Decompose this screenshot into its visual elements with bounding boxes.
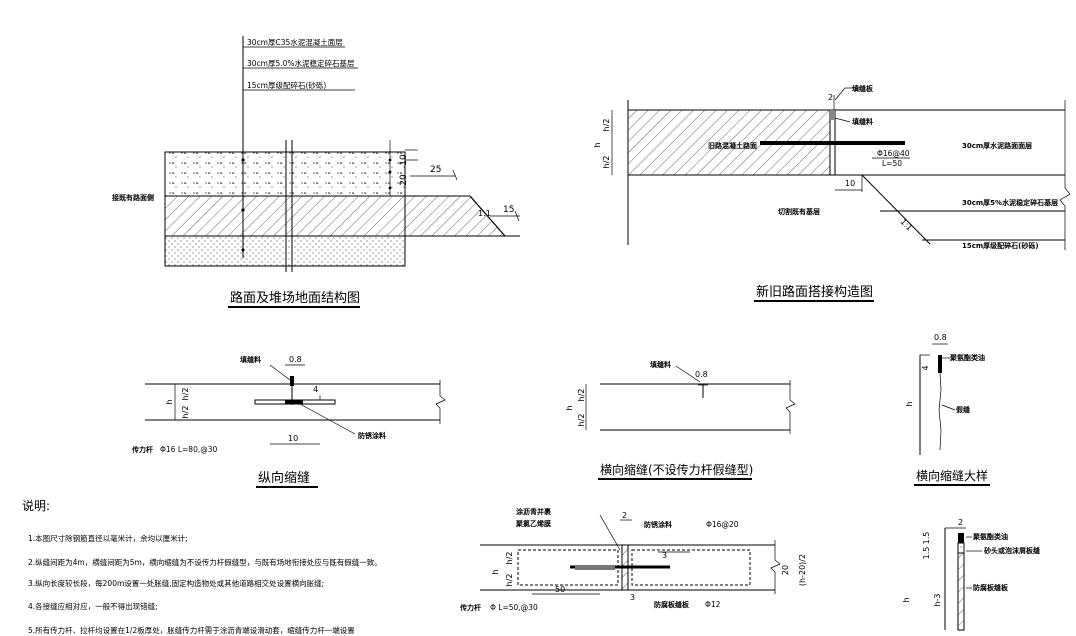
dim-h2-bot: h/2: [602, 156, 611, 169]
notes-block: 说明: 1.本图尺寸除钢筋直径以毫米计，余均以厘米计; 2.纵缝间距为4m，横缝…: [22, 498, 382, 635]
note-5: 5.所有传力杆、拉杆均设置在1/2板厚处，胀缝传力杆需于涂沥青端设滑动套，缩缝传…: [28, 625, 355, 635]
dim-h2-top: h/2: [181, 388, 190, 401]
dim-h2-bot: h/2: [577, 414, 586, 427]
transverse-joint-diagram: 0.8 填缝料 h h/2 h/2 横向缩缝(不设传力杆假缝型): [565, 360, 796, 480]
dim-0-8: 0.8: [934, 333, 947, 342]
filler-label: 填缝料: [852, 117, 873, 126]
dim-h2-top: h/2: [602, 119, 611, 132]
layer1-label: 30cm厚水泥路面面层: [962, 141, 1032, 150]
sealant-label: 聚氨酯类油: [949, 353, 985, 362]
dim-1-5-b: 1.5: [922, 547, 931, 560]
note-2: 2.纵缝间距为4m，横缝间距为5m，横向缩缝为不设传力杆假缝型，与既有场地衔接处…: [28, 557, 382, 567]
longitudinal-title: 纵向缩缝: [258, 470, 310, 486]
dim-10: 10: [288, 434, 298, 443]
expansion-detail-diagram: 2 1.5 1.5 h h-3 聚氨酯类油 砂头或泡沫屑板缝 防腐板缝板: [902, 518, 1040, 631]
dim-h2-top: h/2: [577, 389, 586, 402]
dim-20: 20: [781, 565, 790, 575]
dim-4: 4: [313, 385, 318, 394]
fake-joint-label: 假缝: [956, 405, 970, 414]
dim-h-3: h-3: [933, 593, 942, 606]
anti-rust-label: 防锈涂料: [358, 431, 386, 440]
layer3-label: 15cm厚级配碎石(砂砾): [962, 241, 1039, 250]
old-new-title: 新旧路面搭接构造图: [756, 284, 873, 300]
pe-film-label: 聚氯乙烯膜: [515, 519, 551, 528]
dim-h: h: [902, 597, 911, 602]
side-label: 接既有路面侧: [112, 193, 154, 202]
layer-label-2: 30cm厚5.0%水泥稳定碎石基层: [247, 58, 355, 68]
note-3: 3.纵向长度较长段，每200m设置一处胀缝,固定构造物处或其他道路相交处设置横向…: [28, 578, 324, 588]
dim-h: h: [165, 399, 174, 404]
dim-3-b: 3: [630, 593, 635, 602]
dim-2: 2: [828, 93, 833, 102]
slope-1-1: 1:1: [478, 209, 491, 218]
old-new-joint-diagram: 10 1:1 h/2 h h/2 2 填缝板 填缝料 旧路混凝土路面 Φ16@4…: [593, 84, 1071, 302]
rebar-label: Φ16@20: [706, 520, 739, 529]
dim-10: 10: [399, 154, 409, 166]
dowel-label: 传力杆: [131, 445, 153, 454]
dim-2: 2: [622, 511, 627, 520]
road-section-title: 路面及堆场地面结构图: [230, 290, 360, 306]
dim-3-a: 3: [662, 551, 667, 560]
slope-1-1-b: 1:1: [899, 217, 914, 232]
note-1: 1.本图尺寸除钢筋直径以毫米计，余均以厘米计;: [28, 533, 188, 543]
asphalt-label: 涂沥青并裹: [516, 507, 552, 516]
dim-2: 2: [958, 518, 963, 527]
note-4: 4.各接缝应相对应，一般不得出现错缝;: [28, 601, 158, 611]
layer-label-1: 30cm厚C35水泥混凝土面层: [247, 37, 343, 47]
dim-4: 4: [921, 365, 930, 370]
transverse-title: 横向缩缝(不设传力杆假缝型): [600, 462, 753, 477]
cut-base-label: 切割既有基层: [778, 207, 820, 216]
dim-0-8: 0.8: [289, 355, 302, 364]
filler-board-label: 填缝板: [852, 84, 874, 93]
layer2-label: 30cm厚5%水泥稳定碎石基层: [962, 198, 1058, 207]
dim-h2-bot: h/2: [505, 574, 514, 587]
dim-h-20-2: (h-20)/2: [798, 554, 807, 586]
dim-h2-bot: h/2: [181, 406, 190, 419]
rebar-length: L=50: [882, 159, 902, 168]
rebar-spec: Φ16@40: [877, 149, 910, 158]
dim-0-8: 0.8: [695, 370, 708, 379]
longitudinal-joint-diagram: 4 0.8 填缝料 h h/2 h/2 10 传力杆 Φ16 L=80,@30 …: [131, 355, 446, 488]
dim-h: h: [905, 401, 914, 406]
dim-50: 50: [555, 585, 565, 594]
filler-label: 填缝料: [240, 355, 261, 364]
dowel-spec: Φ L=50,@30: [490, 603, 538, 612]
dim-h: h: [593, 142, 602, 147]
dim-25: 25: [430, 165, 441, 175]
dim-h: h: [565, 405, 574, 410]
filler-board-label: 防腐板缝板: [654, 600, 690, 609]
board-label: 防腐板缝板: [973, 583, 1009, 592]
transverse-detail-title: 横向缩缝大样: [916, 468, 988, 483]
dim-h2-top: h/2: [505, 552, 514, 565]
expansion-joint-diagram: 涂沥青并裹 聚氯乙烯膜 2 防锈涂料 Φ16@20 3 50 3 h h/2 h…: [459, 507, 807, 612]
sealant-label: 聚氨酯类油: [972, 532, 1008, 541]
dowel-spec: Φ16 L=80,@30: [160, 445, 217, 454]
road-section-diagram: 30cm厚C35水泥混凝土面层 30cm厚5.0%水泥稳定碎石基层 15cm厚级…: [112, 36, 520, 308]
filler-label: 填缝料: [650, 360, 671, 369]
sand-label: 砂头或泡沫屑板缝: [984, 546, 1040, 555]
dowel-label: 传力杆: [459, 603, 481, 612]
transverse-detail-diagram: 0.8 4 h 聚氨酯类油 假缝 横向缩缝大样: [905, 333, 990, 486]
anti-rust-label: 防锈涂料: [644, 520, 672, 529]
old-road-label: 旧路混凝土路面: [708, 141, 757, 150]
dim-10-b: 10: [845, 179, 855, 188]
dim-15: 15: [503, 205, 514, 215]
layer-label-3: 15cm厚级配碎石(砂砾): [247, 80, 326, 90]
dim-20: 20: [399, 174, 409, 186]
rebar12-label: Φ12: [705, 600, 721, 609]
dim-1-5-a: 1.5: [922, 532, 931, 545]
notes-heading: 说明:: [22, 498, 50, 513]
dim-h: h: [491, 569, 500, 574]
